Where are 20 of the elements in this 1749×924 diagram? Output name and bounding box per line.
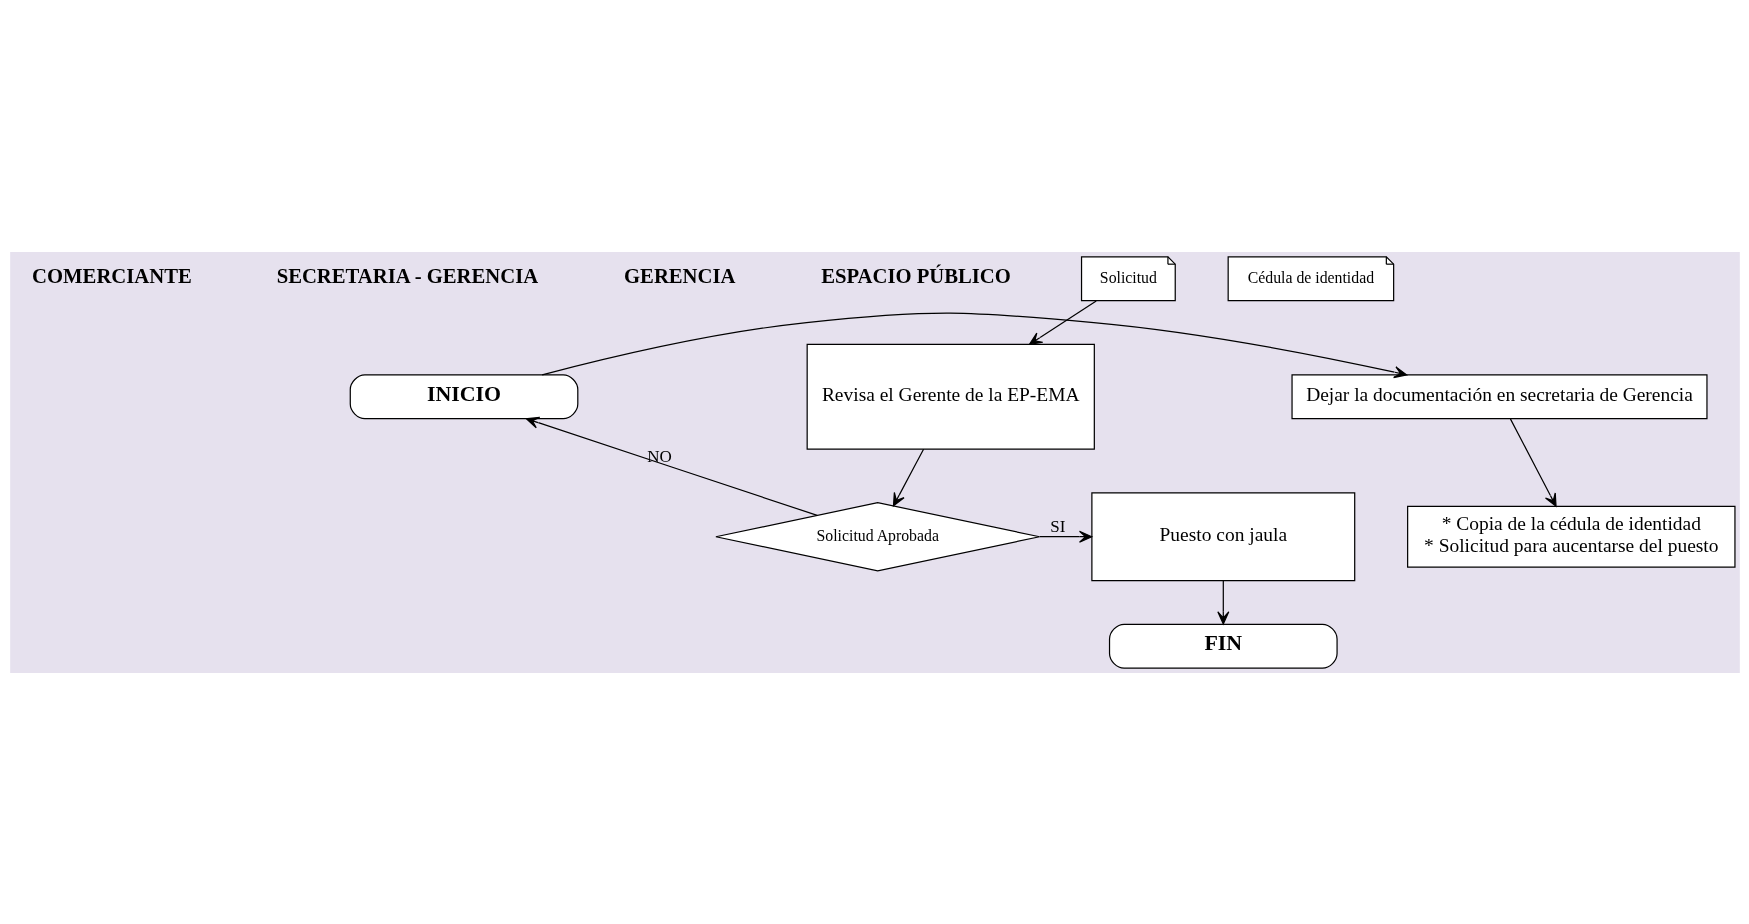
arrow bbox=[1509, 417, 1557, 507]
edge-label: SI bbox=[1049, 516, 1065, 536]
label: COMERCIANTE bbox=[31, 264, 192, 287]
node-box: Puesto con jaula bbox=[1090, 491, 1355, 581]
node-box: INICIO bbox=[349, 373, 578, 419]
label: SECRETARIA - GERENCIA bbox=[276, 264, 538, 287]
arrow bbox=[1216, 579, 1229, 625]
label: GERENCIA bbox=[623, 264, 735, 287]
arrow bbox=[525, 416, 818, 516]
arrow bbox=[1028, 299, 1097, 345]
node-box: FIN bbox=[1108, 623, 1338, 669]
node-box: * Copia de la cédula de identidad * Solicitud para aucentarse del puesto bbox=[1406, 505, 1736, 568]
arrow bbox=[1038, 530, 1092, 543]
node-box: Revisa el Gerente de la EP-EMA bbox=[806, 343, 1095, 450]
arrow bbox=[892, 448, 924, 506]
node-diamond: Solicitud Aprobada bbox=[714, 501, 1040, 571]
arrow bbox=[541, 312, 1407, 378]
node-box: Dejar la documentación en secretaria de Gerencia bbox=[1290, 373, 1708, 419]
edge-label: NO bbox=[646, 446, 672, 466]
label: ESPACIO PÚBLICO bbox=[820, 264, 1011, 287]
